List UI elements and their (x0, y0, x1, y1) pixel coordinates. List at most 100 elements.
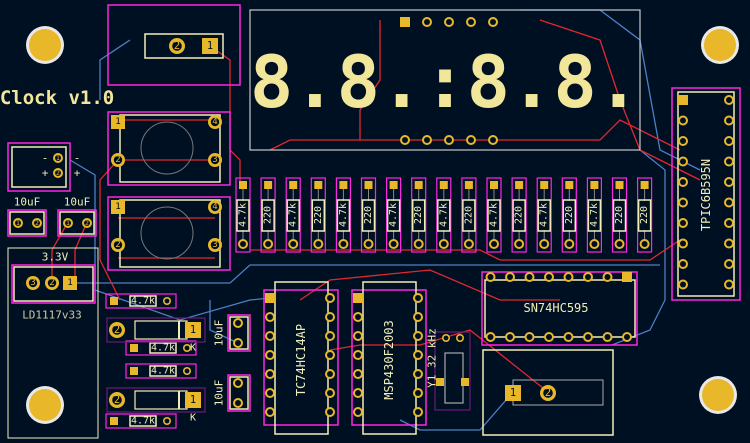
resistor-value: 4.7k (438, 203, 449, 227)
pad-hole (516, 241, 523, 247)
button-courtyard (107, 196, 231, 271)
pad-hole (468, 19, 474, 25)
button-actuator (140, 206, 194, 260)
pad-hole (112, 325, 122, 335)
ic-label: TC74HC14AP (294, 324, 308, 396)
pad-hole (327, 333, 333, 339)
ic-label: MSP430F2003 (382, 320, 396, 399)
resistor-courtyard (260, 177, 276, 253)
resistor-courtyard (235, 177, 251, 253)
pad-hole (34, 220, 40, 226)
pad-hole (446, 137, 452, 143)
pin-number: 3 (30, 278, 35, 288)
pad-square (414, 181, 423, 189)
pad-hole (507, 274, 513, 280)
plus-mark: + (74, 167, 81, 180)
pad-hole (446, 19, 452, 25)
pin-number: 3 (212, 240, 217, 250)
resistor-courtyard (486, 177, 502, 253)
resistor-value: 4.7k (338, 203, 349, 227)
pin-number: 2 (114, 394, 120, 406)
regulator-heatsink (7, 247, 99, 439)
pad-hole (172, 41, 182, 51)
button-outline (119, 199, 221, 268)
mounting-hole (704, 29, 736, 61)
resistor: 4.7k (105, 413, 177, 429)
pin-number: 1 (190, 394, 196, 406)
ic-courtyard (351, 289, 427, 426)
resistor-value: 4.7k (131, 296, 155, 307)
pad-hole (680, 138, 686, 144)
back-trace (69, 159, 271, 321)
pin-number: 1 (190, 324, 196, 336)
pad-hole (327, 295, 333, 301)
connector-outline (482, 349, 614, 436)
pad-square (640, 181, 649, 189)
pad-hole (680, 179, 686, 185)
resistor-value: 4.7k (131, 416, 155, 427)
resistor-courtyard (125, 340, 197, 356)
pad-hole (327, 390, 333, 396)
pad-hole (327, 314, 333, 320)
pad-hole (680, 281, 686, 288)
pad-hole (210, 240, 220, 250)
pin-number: 1 (67, 278, 72, 288)
resistor-body-fill (238, 201, 248, 230)
resistor: 4.7k (436, 177, 452, 253)
pad-hole (267, 409, 273, 415)
pin-number: 2 (85, 219, 89, 227)
resistor: 220 (461, 177, 477, 253)
pad-square (461, 378, 469, 386)
pad-square (540, 181, 549, 189)
pad-hole (726, 199, 732, 206)
resistor: 220 (260, 177, 276, 253)
pad-hole (113, 240, 123, 250)
pad-hole (624, 334, 630, 340)
pad-hole (526, 334, 533, 340)
mounting-hole (702, 379, 734, 411)
pad-square (439, 181, 448, 189)
pad-hole (443, 335, 449, 341)
resistor-body (286, 199, 300, 232)
resistor-value: 220 (463, 206, 474, 224)
pad-hole (415, 314, 421, 320)
pad-hole (585, 274, 591, 280)
pad-hole (15, 220, 21, 226)
resistor-body (129, 415, 157, 427)
pad-hole (491, 241, 497, 247)
connector-courtyard (7, 142, 71, 192)
regulator-courtyard (11, 264, 96, 304)
pad-hole (112, 395, 122, 405)
pad-hole (415, 409, 421, 415)
cap-outline (59, 211, 95, 235)
pin-number: 2 (56, 169, 60, 177)
resistor-body-fill (539, 201, 550, 230)
cap-label: 10uF (213, 380, 226, 407)
resistor-body (311, 199, 326, 232)
cap-courtyard (227, 374, 251, 412)
resistor-body (129, 295, 157, 307)
pad-hole (235, 320, 241, 326)
minus-mark: - (42, 152, 49, 165)
resistor-courtyard (360, 177, 377, 253)
resistor-value: 4.7k (151, 343, 175, 354)
pad-square (239, 181, 247, 189)
pin-number: 1 (66, 219, 70, 227)
pad-hole (565, 274, 572, 280)
pad-hole (210, 155, 220, 165)
pad-hole (355, 314, 361, 320)
resistor-courtyard (436, 177, 452, 253)
resistor-courtyard (611, 177, 628, 253)
pad-hole (726, 240, 732, 247)
pin-number: 2 (49, 278, 54, 288)
pad-hole (327, 352, 333, 358)
resistor-value: 4.7k (288, 203, 299, 227)
resistor-body (487, 199, 501, 232)
resistor-value: 220 (639, 206, 650, 224)
resistor-body-fill (514, 201, 525, 230)
resistor-body (612, 199, 627, 232)
pad-hole (543, 388, 553, 398)
